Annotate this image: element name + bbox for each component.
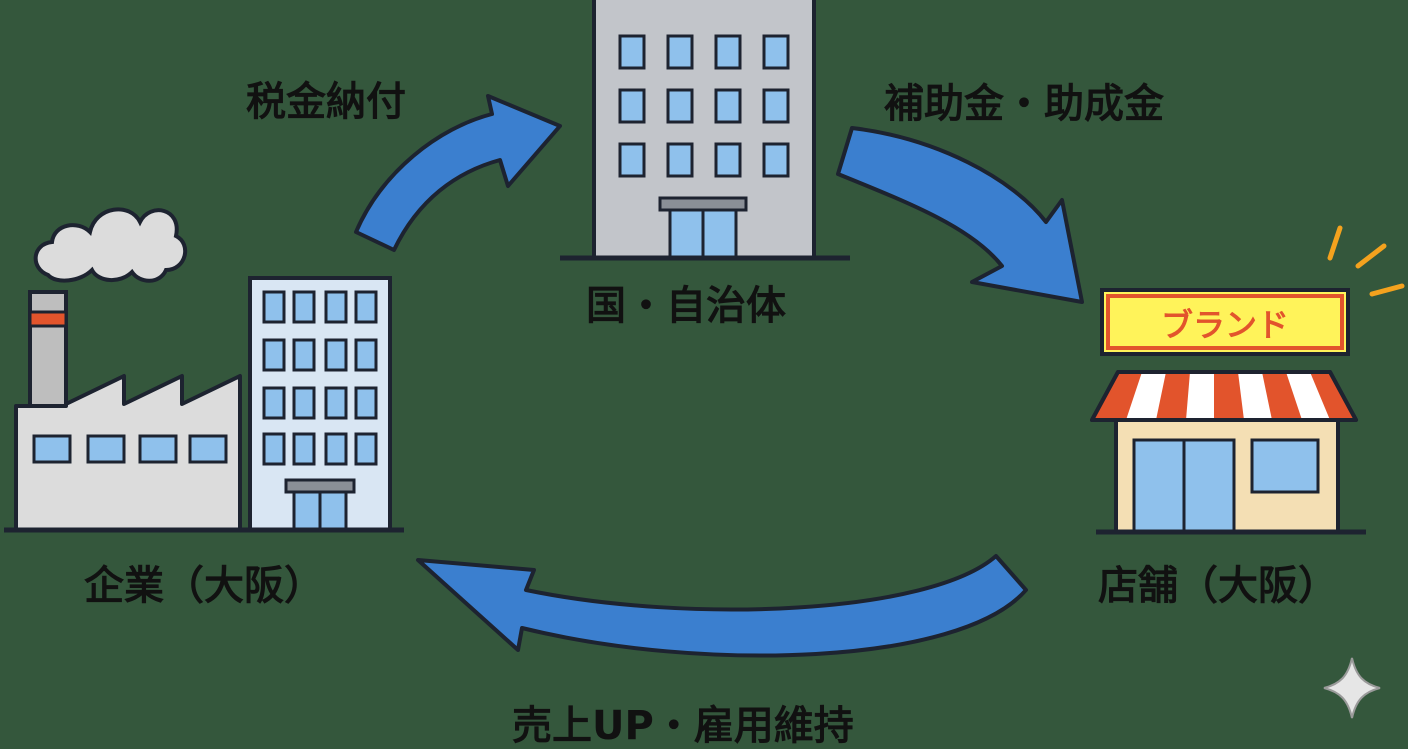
smoke-cloud [33, 207, 187, 283]
government-building-icon [560, 0, 850, 261]
store-sign-text: ブランド [1161, 306, 1289, 344]
flow-label-subsidy: 補助金・助成金 [884, 81, 1164, 127]
node-label-store: 店舗（大阪） [1098, 563, 1338, 609]
factory-icon [14, 207, 242, 532]
node-label-government: 国・自治体 [586, 283, 786, 329]
spark-lines [1327, 225, 1405, 297]
office-building-icon [4, 276, 404, 533]
arrow-tax [354, 94, 562, 252]
flow-label-tax: 税金納付 [246, 79, 406, 125]
arrow-subsidy [836, 126, 1084, 304]
arrow-sales [416, 554, 1028, 658]
flow-label-sales: 売上UP・雇用維持 [512, 703, 854, 749]
store-icon: ブランド [1090, 225, 1405, 535]
node-label-company: 企業（大阪） [84, 563, 324, 609]
sparkle-icon [1323, 657, 1381, 719]
